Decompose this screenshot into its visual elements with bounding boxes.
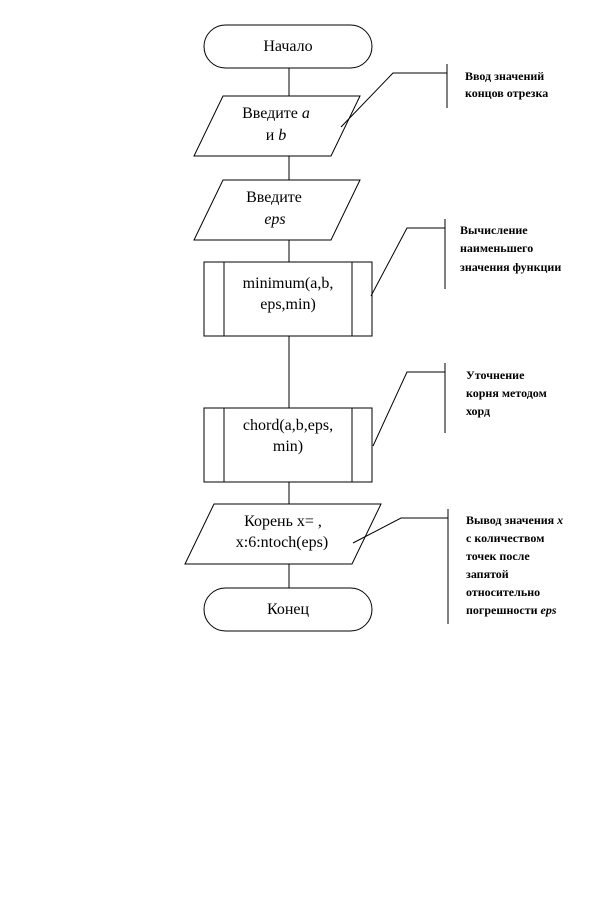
output-text-line2: x:6:ntoch(eps): [236, 534, 328, 551]
chord-text-line2: min): [273, 438, 303, 455]
note-chord-line1: Уточнение: [466, 368, 525, 382]
end-label: Конец: [267, 601, 310, 618]
note-output-line3: точек после: [466, 549, 530, 563]
output-parallelogram: [184, 503, 382, 565]
note-output-line1-text: Вывод значения: [466, 513, 557, 527]
input-ab-conj: и: [266, 127, 279, 144]
note-output-line4: запятой: [466, 567, 509, 581]
note-output-leader: [352, 517, 448, 544]
input-eps-var: eps: [264, 211, 285, 228]
note-chord-leader: [372, 371, 445, 447]
note-output-line5: относительно: [466, 585, 540, 599]
note-input-ab-line2: концов отрезка: [465, 86, 548, 100]
note-input-ab-leader: [340, 72, 447, 128]
note-minimum-line2: наименьшего: [460, 241, 533, 255]
output-text-line1: Корень x= ,: [244, 513, 322, 530]
minimum-text-line2: eps,min): [260, 296, 316, 313]
input-eps-parallelogram: [193, 179, 361, 241]
input-eps-text-line1: Введите: [246, 189, 302, 206]
minimum-text-line1: minimum(a,b,: [243, 275, 334, 292]
note-output-line6-var: eps: [541, 603, 557, 617]
start-terminal: [203, 24, 373, 69]
minimum-process-box: [203, 261, 373, 337]
note-output-line2: с количеством: [466, 531, 544, 545]
note-output-line1-var: x: [556, 513, 563, 527]
note-chord-line3: хорд: [466, 404, 490, 418]
note-chord-line2: корня методом: [466, 386, 547, 400]
note-minimum-line1: Вычисление: [460, 223, 528, 237]
note-minimum-leader: [370, 227, 445, 297]
note-output-line1: Вывод значения x: [466, 513, 563, 527]
chord-process-box: [203, 407, 373, 483]
note-output-line6: погрешности eps: [466, 603, 557, 617]
input-ab-var-a: a: [302, 105, 310, 122]
input-ab-var-b: b: [278, 127, 286, 144]
note-minimum-line3: значения функции: [460, 260, 561, 274]
input-ab-text-line2: и b: [266, 127, 287, 144]
input-ab-text-line1: Введите a: [242, 105, 310, 122]
end-terminal: [203, 587, 373, 632]
note-input-ab-line1: Ввод значений: [465, 69, 544, 83]
input-ab-prompt: Введите: [242, 105, 302, 122]
input-ab-parallelogram: [193, 95, 361, 157]
note-output-line6-text: погрешности: [466, 603, 541, 617]
start-label: Начало: [263, 38, 312, 55]
chord-text-line1: chord(a,b,eps,: [243, 417, 333, 434]
